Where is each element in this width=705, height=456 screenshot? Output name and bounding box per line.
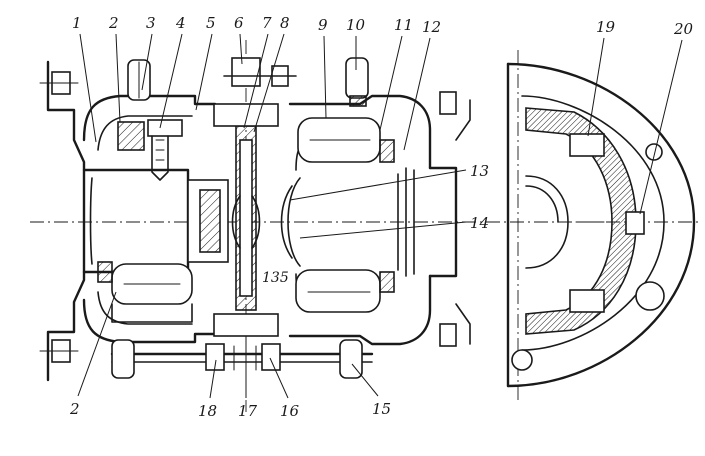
right-flange [397,91,471,347]
end-view-outer-arc [506,62,696,388]
callout-4: 4 [175,14,186,32]
callout-18: 18 [198,402,217,420]
callout-6: 6 [234,14,244,32]
callout-9: 9 [318,16,328,34]
callouts-top: 1 2 3 4 5 6 7 8 9 10 11 12 [72,14,441,36]
left-lower-bearing [97,261,193,323]
callout-8: 8 [280,14,290,32]
callout-3: 3 [146,14,156,32]
callout-12: 12 [422,18,441,36]
left-housing [82,94,217,344]
callouts-bottom: 2 18 17 16 15 [69,400,391,420]
right-hub [280,94,432,346]
left-hub [82,168,229,274]
callout-19: 19 [596,18,616,36]
callout-7: 7 [262,14,272,32]
callout-5: 5 [206,14,216,32]
callout-20: 20 [673,20,694,38]
bolt-hole-bottom [511,349,533,371]
coupling-disc [213,57,297,373]
callout-14: 14 [470,214,489,232]
left-flange [39,60,86,382]
section-view [30,40,700,412]
bolt-hole-lower [635,281,665,311]
callout-11: 11 [394,16,413,34]
callout-13: 13 [470,162,489,180]
end-view-hatched-ring [525,107,637,335]
right-lower-bearing [295,269,395,313]
callout-2-bottom: 2 [69,400,80,418]
right-upper-bearing [297,57,395,163]
callout-1: 1 [72,14,82,32]
left-upper-seal [117,59,183,181]
callout-2-top: 2 [108,14,119,32]
callouts-right: 19 20 [596,18,694,38]
callout-15: 15 [372,400,391,418]
callout-10: 10 [346,16,366,34]
callout-16: 16 [280,402,300,420]
callout-17: 17 [238,402,258,420]
bottom-bolts [110,339,374,379]
leader-lines [77,33,683,399]
dimension-135: 135 [262,270,289,286]
end-view-pin [625,211,645,235]
callouts-side: 13 14 [470,162,489,232]
end-view [506,50,696,400]
bolt-hole-upper [645,143,663,161]
